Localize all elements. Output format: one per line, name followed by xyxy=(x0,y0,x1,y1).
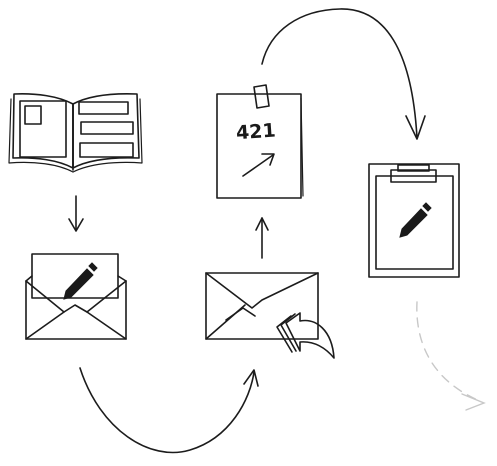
pencil-icon xyxy=(63,262,98,300)
pinned-note-icon: 421 xyxy=(216,84,304,199)
clipboard-pencil-icon xyxy=(368,163,460,278)
note-number: 421 xyxy=(235,120,276,145)
faded-continuation-arrow xyxy=(416,301,486,411)
trend-arrow-icon xyxy=(242,153,275,177)
pencil-icon xyxy=(399,202,432,238)
arrow-note-to-clipboard xyxy=(261,8,426,140)
arrow-reply-to-note xyxy=(255,217,269,259)
open-book-icon xyxy=(8,93,143,173)
arrow-envelope-to-reply xyxy=(79,367,259,454)
envelope-with-letter-icon xyxy=(25,253,127,340)
reply-arrow-icon xyxy=(276,312,335,359)
arrow-book-to-envelope xyxy=(68,195,84,232)
envelope-reply-icon xyxy=(205,272,335,359)
